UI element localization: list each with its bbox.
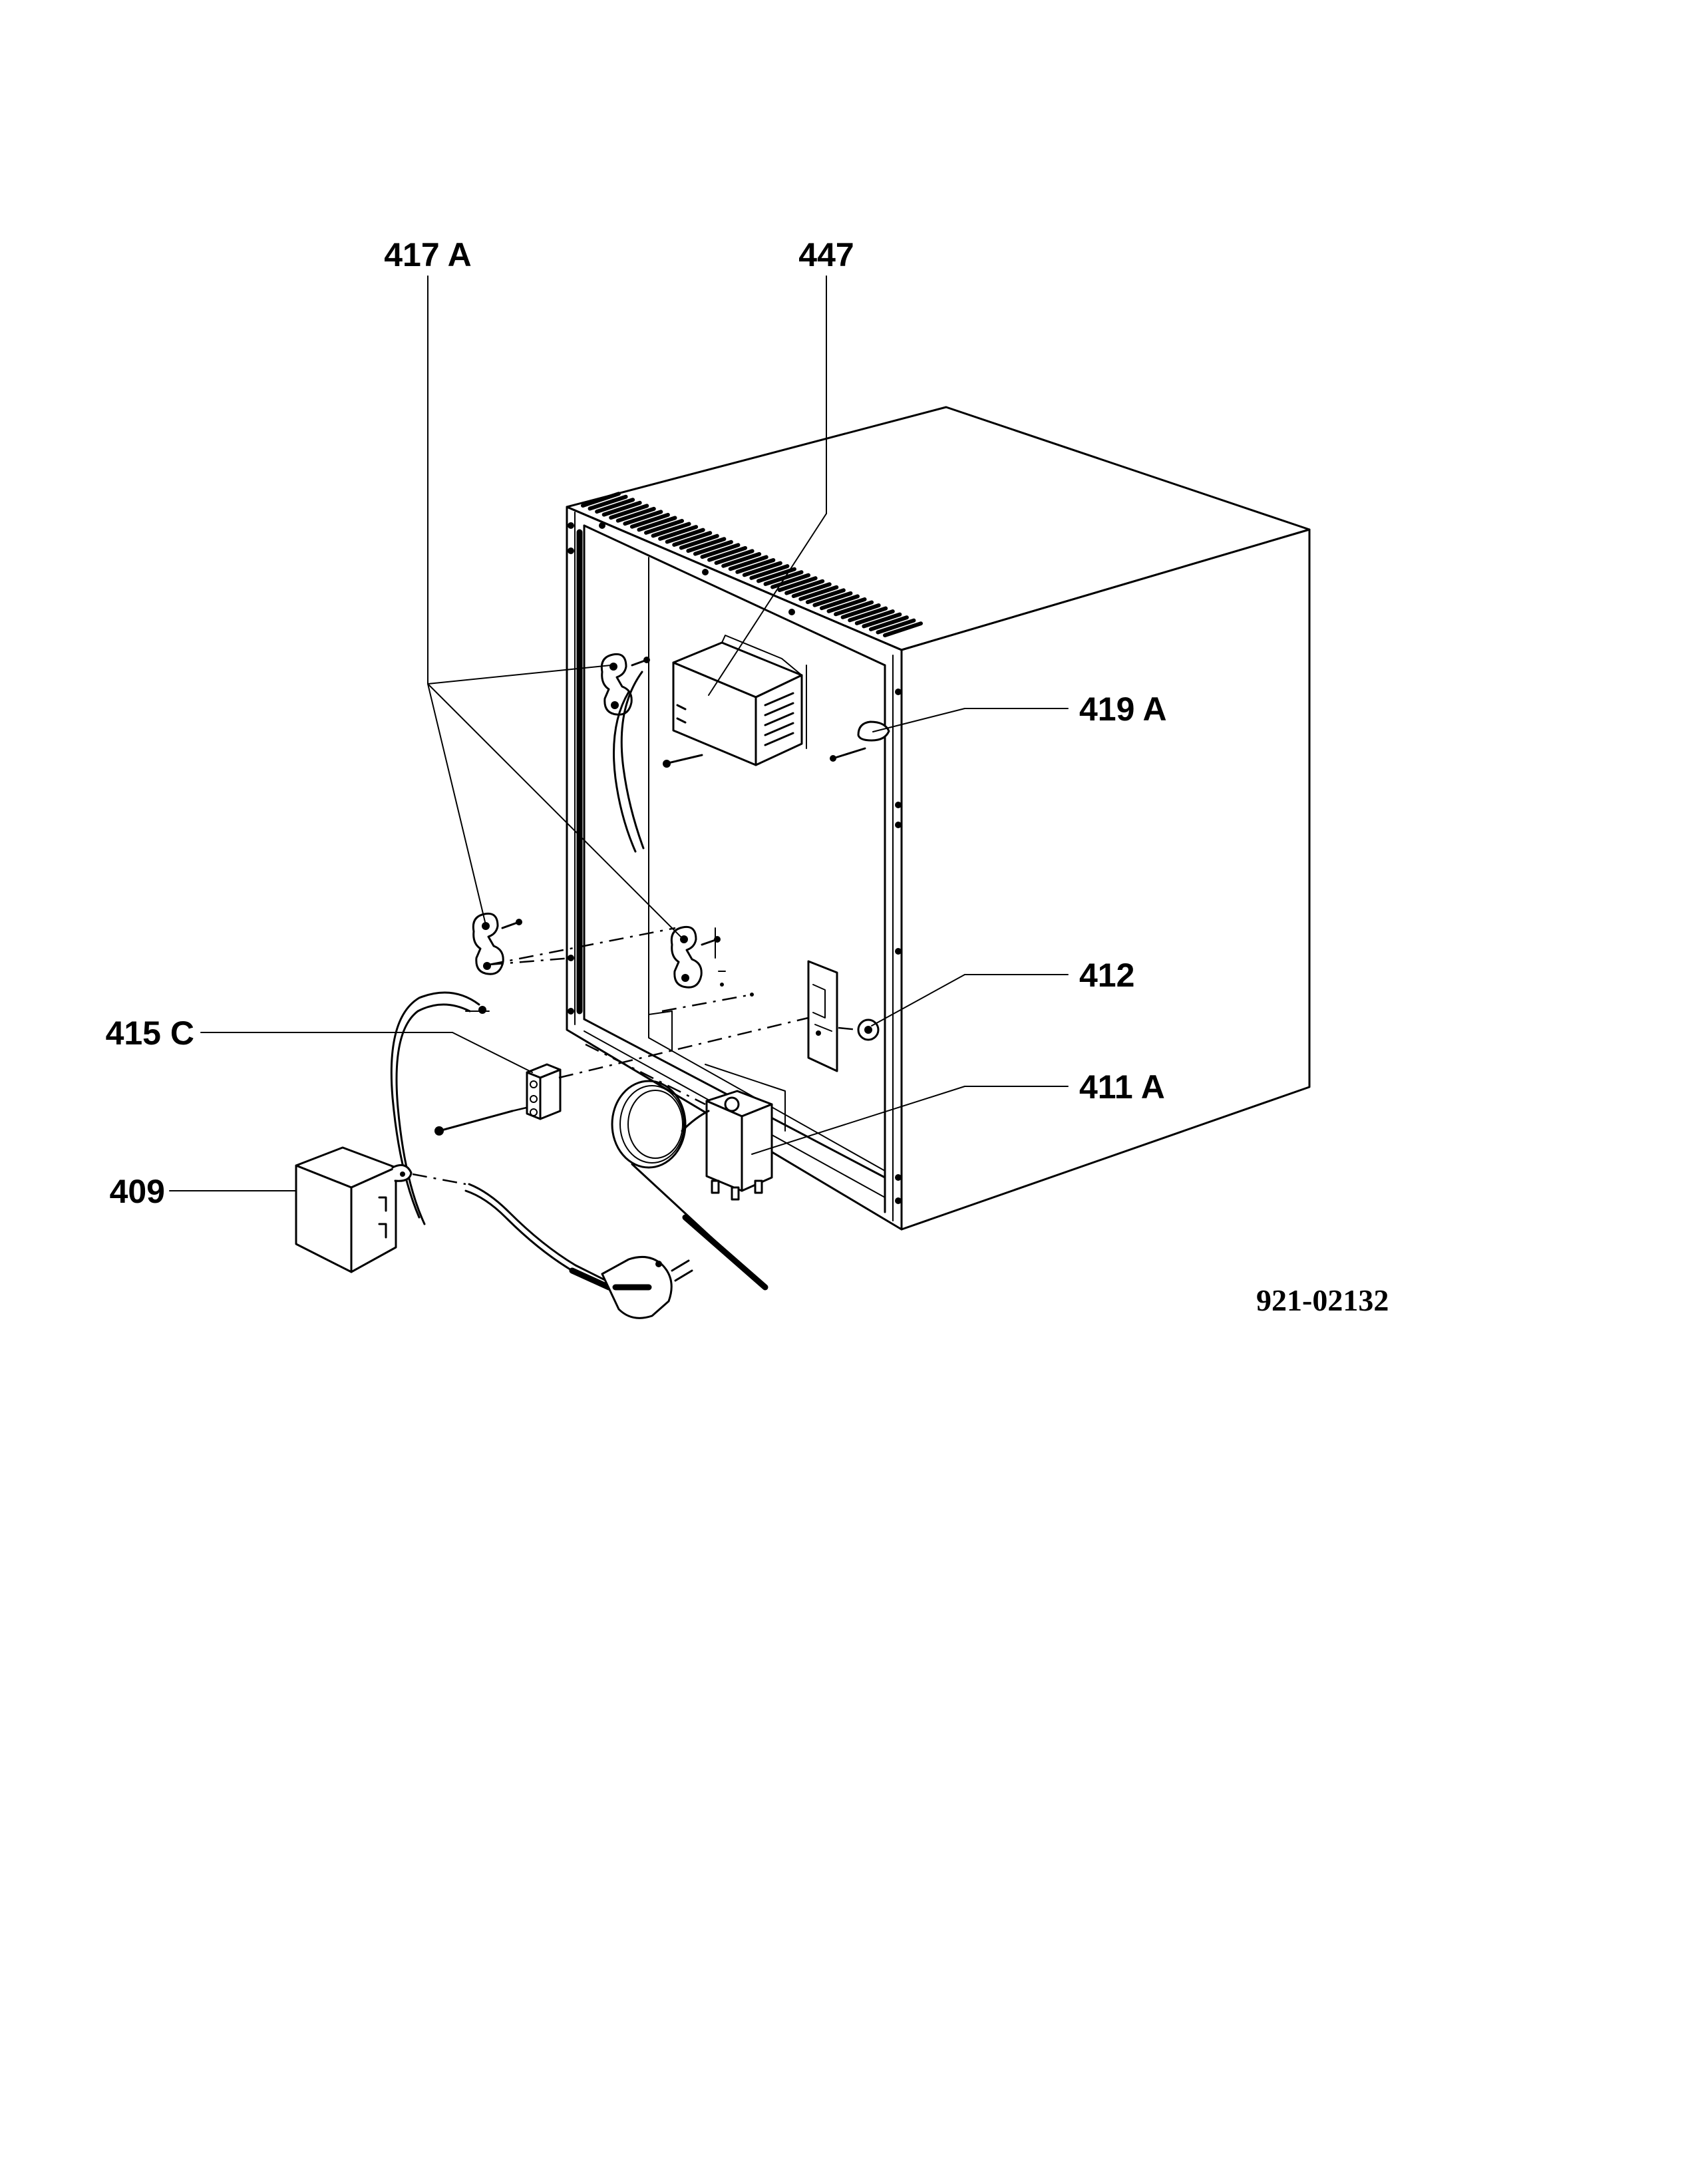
vent-slat xyxy=(595,498,635,514)
cable-clip-419a xyxy=(830,720,890,762)
vent-slat xyxy=(784,579,825,595)
vent-slat xyxy=(601,500,642,517)
drawing-number: 921-02132 xyxy=(1256,1283,1389,1317)
terminal-block-415c xyxy=(434,1063,562,1136)
vent-slat xyxy=(848,606,888,623)
cabinet-back-frame xyxy=(566,506,903,1231)
vent-slat xyxy=(629,512,670,529)
vent-slat xyxy=(581,492,621,508)
vent-slat xyxy=(609,504,649,520)
hinge-upper xyxy=(600,653,650,853)
vent-slat xyxy=(791,582,832,599)
vent-slat xyxy=(588,494,628,511)
hinge-lower-left xyxy=(472,912,522,975)
control-unit-447 xyxy=(663,635,807,768)
vent-slat xyxy=(693,540,733,556)
vent-slat xyxy=(798,585,839,601)
vent-slat xyxy=(742,561,782,577)
callout-417a: 417 A xyxy=(384,236,472,273)
power-plug xyxy=(601,1255,693,1319)
vent-slat xyxy=(819,594,860,611)
vent-slat xyxy=(728,555,768,571)
vent-slat xyxy=(721,551,762,568)
vent-slat xyxy=(862,612,902,629)
callout-labels: 417 A 447 419 A 412 415 C 411 A 409 xyxy=(106,236,1167,1210)
vent-slat xyxy=(777,576,818,592)
assembly-dashed-lines xyxy=(412,927,859,1185)
callout-419a: 419 A xyxy=(1079,691,1167,728)
cabinet xyxy=(566,406,1311,1231)
vent-slat xyxy=(644,519,685,535)
vent-slat xyxy=(735,557,776,574)
callout-411a: 411 A xyxy=(1079,1068,1165,1106)
vent-slat xyxy=(876,618,916,635)
vent-slat xyxy=(658,525,699,541)
vent-slat xyxy=(665,528,705,544)
vent-slat xyxy=(826,597,867,613)
cabinet-side-face xyxy=(900,528,1311,1231)
vent-slat xyxy=(679,534,719,550)
nut-412 xyxy=(857,1018,880,1041)
mounting-plate xyxy=(807,960,838,1072)
vent-slat xyxy=(812,591,853,607)
vent-slat xyxy=(770,573,811,589)
vent-slat xyxy=(714,549,755,565)
vent-slat xyxy=(834,600,874,617)
vent-slat xyxy=(840,603,881,619)
vent-slat xyxy=(883,621,923,637)
thermostat-411a xyxy=(611,1080,773,1291)
vent-slat xyxy=(749,564,790,580)
leader-lines xyxy=(169,275,1069,1191)
vent-slat xyxy=(854,609,895,625)
top-vent-grille xyxy=(581,492,923,637)
callout-412: 412 xyxy=(1079,957,1134,994)
vent-slat xyxy=(868,615,909,631)
vent-slat xyxy=(672,531,713,547)
frame-screw-holes xyxy=(568,522,902,1204)
vent-slat xyxy=(763,570,804,586)
vent-slat xyxy=(615,506,656,523)
callout-409: 409 xyxy=(110,1173,165,1210)
vent-slat xyxy=(805,588,846,605)
hinge-lower-right xyxy=(670,925,754,997)
vent-slat xyxy=(707,546,748,562)
callout-415c: 415 C xyxy=(106,1014,194,1052)
power-cord xyxy=(390,991,617,1292)
callout-447: 447 xyxy=(798,236,854,273)
vent-slat xyxy=(651,522,691,538)
vent-slat xyxy=(623,510,663,526)
vent-slat xyxy=(637,516,677,532)
cover-409 xyxy=(295,1146,413,1273)
vent-slat xyxy=(686,537,727,553)
vent-slat xyxy=(700,543,741,559)
